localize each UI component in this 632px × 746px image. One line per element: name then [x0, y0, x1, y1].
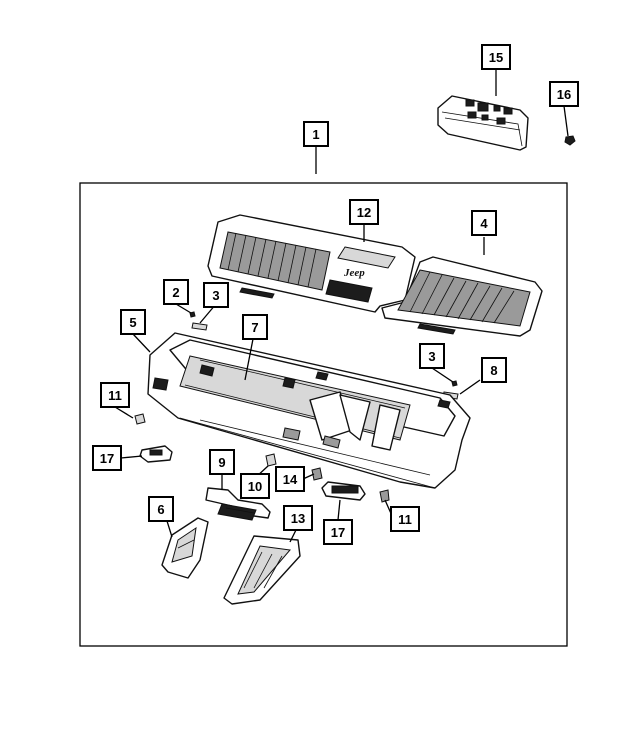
callout-8: 8: [481, 357, 507, 383]
callout-17-left: 17: [92, 445, 122, 471]
callout-12: 12: [349, 199, 379, 225]
svg-text:1: 1: [312, 127, 319, 142]
svg-text:10: 10: [248, 479, 262, 494]
svg-text:14: 14: [283, 472, 298, 487]
svg-text:13: 13: [291, 511, 305, 526]
callout-4: 4: [471, 210, 497, 236]
callout-15: 15: [481, 44, 511, 70]
svg-text:2: 2: [172, 285, 179, 300]
callout-7: 7: [242, 314, 268, 340]
svg-text:9: 9: [218, 455, 225, 470]
svg-text:8: 8: [490, 363, 497, 378]
part-13-trim-panel: [223, 535, 301, 605]
svg-text:17: 17: [331, 525, 345, 540]
part-12-left-lid: Jeep: [207, 214, 416, 313]
part-11-fastener-left: [134, 413, 146, 425]
assembly-frame: [79, 182, 568, 647]
callout-5: 5: [120, 309, 146, 335]
part-5-storage-tub: [147, 332, 471, 489]
part-3-clip-right-a: [451, 380, 458, 387]
svg-text:11: 11: [108, 388, 122, 403]
callout-10: 10: [240, 473, 270, 499]
callout-11-right: 11: [390, 506, 420, 532]
callout-13: 13: [283, 505, 313, 531]
part-17-latch-left-slot: [149, 449, 163, 456]
callout-17-right: 17: [323, 519, 353, 545]
jeep-logo: Jeep: [343, 267, 365, 279]
svg-text:4: 4: [480, 216, 488, 231]
svg-text:6: 6: [157, 502, 164, 517]
callout-14: 14: [275, 466, 305, 492]
part-11-fastener-right: [379, 489, 390, 503]
callout-3-right: 3: [419, 343, 445, 369]
svg-text:5: 5: [129, 315, 136, 330]
svg-text:3: 3: [428, 349, 435, 364]
svg-text:12: 12: [357, 205, 371, 220]
part-14-clip: [311, 467, 323, 481]
callout-9: 9: [209, 449, 235, 475]
part-3-clip-left: [191, 322, 208, 331]
callout-1: 1: [303, 121, 329, 147]
svg-text:11: 11: [398, 512, 412, 527]
part-16-fastener: [564, 135, 576, 146]
part-17-latch-right-slot: [331, 485, 359, 494]
callout-2: 2: [163, 279, 189, 305]
part-15-switch-bezel: [437, 95, 529, 151]
svg-text:16: 16: [557, 87, 571, 102]
callout-3-left: 3: [203, 282, 229, 308]
svg-text:15: 15: [489, 50, 503, 65]
callout-11-left: 11: [100, 382, 130, 408]
svg-text:17: 17: [100, 451, 114, 466]
part-10-clip: [265, 453, 277, 467]
svg-text:3: 3: [212, 288, 219, 303]
part-6-side-cover: [161, 517, 209, 579]
svg-text:7: 7: [251, 320, 258, 335]
part-9-bracket: [205, 487, 271, 521]
part-4-right-lid: [381, 256, 543, 337]
part-2-clip: [189, 311, 196, 318]
callout-6: 6: [148, 496, 174, 522]
callout-16: 16: [549, 81, 579, 107]
